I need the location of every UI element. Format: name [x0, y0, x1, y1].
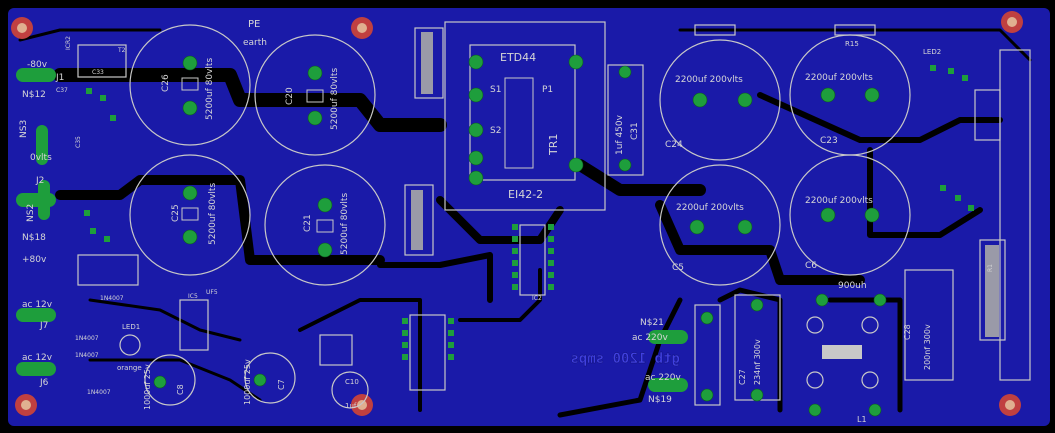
uf5-label: UF5 — [206, 289, 218, 296]
ns21-label: N$21 — [640, 318, 664, 328]
c26-name: C26 — [161, 74, 171, 92]
c20-name: C20 — [285, 87, 295, 105]
tr-s2: S2 — [490, 126, 501, 136]
c5-name: C5 — [672, 263, 684, 273]
c28-value: 200nf 300v — [923, 324, 932, 370]
c33-label: C33 — [92, 69, 104, 76]
icr2-label: ICR2 — [65, 36, 72, 50]
r15-label: R15 — [845, 40, 859, 48]
j6-ac-label: ac 12v — [22, 353, 53, 363]
c10-value: 1uf — [345, 402, 357, 410]
left-connectors — [16, 68, 688, 392]
led1-color: orange — [117, 364, 142, 372]
j7-ac-label: ac 12v — [22, 300, 53, 310]
c25-value: 5200uf 80vlts — [208, 183, 218, 245]
c31-outline — [607, 64, 644, 176]
mounting-holes — [11, 11, 1023, 416]
c21-name: C21 — [303, 214, 313, 232]
ns19-label: N$19 — [648, 395, 672, 405]
c23-value: 2200uf 200vlts — [805, 73, 873, 83]
c28-name: C28 — [903, 324, 912, 340]
l1-value: 900uh — [838, 281, 867, 291]
c26-value: 5200uf 80vlts — [205, 58, 215, 120]
bulk-capacitors-80v — [129, 24, 386, 286]
small-pads — [84, 65, 974, 360]
ic2-label: IC2 — [532, 295, 542, 302]
t2-label: T2 — [117, 47, 126, 54]
d2-label: 1N4007 — [75, 335, 99, 342]
c8-name: C8 — [176, 384, 185, 395]
j2-name: J2 — [35, 176, 44, 186]
c27-name: C27 — [738, 369, 747, 385]
j7-name: J7 — [39, 321, 48, 331]
j6-name: J6 — [39, 378, 49, 388]
led2-label: LED2 — [923, 48, 941, 56]
led1-outline — [119, 334, 141, 356]
dip-ic-pads — [319, 224, 546, 391]
board-title: gtb 1200 smps — [570, 351, 680, 367]
c10-name: C10 — [345, 378, 359, 386]
transformer-tr1 — [444, 21, 606, 211]
d1-label: 1N4007 — [100, 295, 124, 302]
c10-outline — [331, 371, 369, 409]
j3-net-label: N$18 — [22, 233, 46, 243]
c31-name: C31 — [630, 122, 640, 140]
c8-value: 1000uf 25v — [143, 364, 152, 410]
c8-outline — [144, 354, 196, 406]
d3-label: 1N4007 — [75, 352, 99, 359]
c35-label: C35 — [75, 136, 82, 148]
c7-outline — [244, 352, 296, 404]
ac220-bot: ac 220v — [645, 373, 682, 383]
c6-name: C6 — [805, 261, 817, 271]
tr-core-top: ETD44 — [500, 51, 536, 64]
c7-value: 1000uf 25v — [243, 359, 252, 405]
c25-name: C25 — [171, 204, 181, 222]
c24-name: C24 — [665, 140, 683, 150]
c21-value: 5200uf 80vlts — [340, 193, 350, 255]
ic5-label: IC5 — [188, 293, 198, 300]
r1-label: R1 — [987, 264, 994, 272]
led1-label: LED1 — [122, 323, 140, 331]
j1-net-label: N$12 — [22, 90, 46, 100]
copper-pour — [8, 8, 1050, 426]
tr-name: TR1 — [547, 134, 560, 156]
tr-core-bot: EI42-2 — [508, 188, 543, 201]
c37-label: C37 — [56, 87, 68, 94]
to220-packages — [77, 27, 1006, 351]
j2-0v-label: 0vlts — [30, 153, 52, 163]
j3-p80-label: +80v — [22, 255, 47, 265]
board-title-group: gtb 1200 smps — [570, 351, 680, 367]
c5-value: 2200uf 200vlts — [676, 203, 744, 213]
c24-value: 2200uf 200vlts — [675, 75, 743, 85]
pe-label: PE — [248, 19, 260, 30]
j1-m80-label: -80v — [27, 60, 48, 70]
j1-name: J1 — [55, 73, 64, 83]
c20-value: 5200uf 80vlts — [330, 68, 340, 130]
j2-ns3: NS3 — [19, 120, 29, 138]
c31-value: 1uf 450v — [615, 114, 625, 155]
c23-name: C23 — [820, 136, 838, 146]
c27-value: 234nf 300v — [753, 339, 762, 385]
c7-name: C7 — [277, 379, 286, 390]
tr-s1: S1 — [490, 85, 501, 95]
l1-name: L1 — [857, 415, 867, 424]
j2-ns2: NS2 — [26, 204, 36, 222]
earth-label: earth — [243, 38, 267, 48]
ac220-top: ac 220v — [632, 333, 669, 343]
bulk-capacitors-200v — [659, 34, 911, 286]
line-filter — [694, 269, 954, 417]
tr-p1: P1 — [542, 85, 553, 95]
d4-label: 1N4007 — [87, 389, 111, 396]
c6-value: 2200uf 200vlts — [805, 196, 873, 206]
